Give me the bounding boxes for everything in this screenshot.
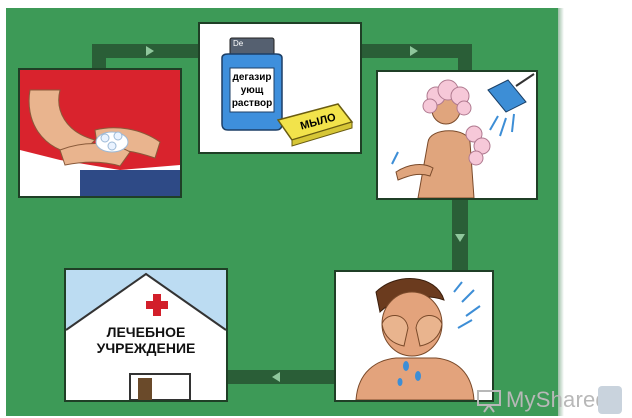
panel-wash-eyes bbox=[334, 270, 494, 402]
hand-washing-illustration bbox=[20, 70, 180, 196]
bottle-cap-text: De bbox=[233, 39, 243, 48]
panel-shower bbox=[376, 70, 538, 200]
panel-degas-solution: De дегазирующ раствор МЫЛО bbox=[198, 22, 362, 154]
arrow-down-icon bbox=[455, 234, 465, 242]
arrow-left-icon bbox=[272, 372, 280, 382]
eye-washing-illustration bbox=[336, 272, 492, 400]
arrow-right-icon-2 bbox=[410, 46, 418, 56]
presentation-icon bbox=[476, 387, 502, 413]
solution-bottle-and-soap bbox=[200, 24, 360, 152]
hospital-sign-text: ЛЕЧЕБНОЕ УЧРЕЖДЕНИЕ bbox=[86, 324, 206, 356]
shower-illustration bbox=[378, 72, 536, 198]
watermark-brand: MyShared bbox=[506, 387, 608, 413]
arrow-right-icon-1 bbox=[146, 46, 154, 56]
watermark: MyShared bbox=[476, 384, 608, 416]
corner-logo-icon bbox=[598, 386, 622, 414]
solution-label: дегазирующ раствор bbox=[231, 71, 273, 110]
panel-medical-facility: ЛЕЧЕБНОЕ УЧРЕЖДЕНИЕ bbox=[64, 268, 228, 402]
panel-wash-hands bbox=[18, 68, 182, 198]
slide-edge bbox=[558, 8, 564, 416]
connector-bottom bbox=[224, 370, 336, 384]
